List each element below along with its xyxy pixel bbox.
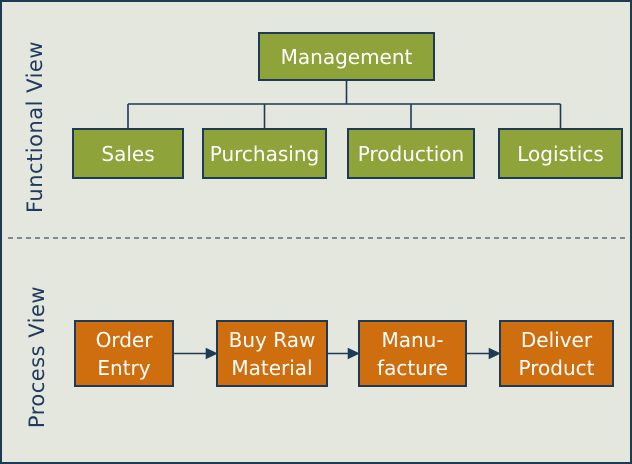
process-view-label: Process View bbox=[25, 285, 49, 429]
arrowhead-icon-2 bbox=[347, 347, 360, 360]
deliver-product-box: Deliver Product bbox=[499, 320, 614, 387]
arrowhead-icon-1 bbox=[205, 347, 218, 360]
org-tree-connector bbox=[127, 81, 562, 128]
logistics-box: Logistics bbox=[498, 128, 623, 179]
buy-raw-material-box: Buy Raw Material bbox=[216, 320, 328, 387]
management-box: Management bbox=[258, 32, 435, 81]
manufacture-box: Manu- facture bbox=[358, 320, 467, 387]
sales-box: Sales bbox=[72, 128, 184, 179]
production-box: Production bbox=[347, 128, 475, 179]
order-entry-box: Order Entry bbox=[74, 320, 174, 387]
arrowhead-icon-3 bbox=[488, 347, 501, 360]
functional-view-label: Functional View bbox=[23, 40, 47, 214]
purchasing-box: Purchasing bbox=[202, 128, 327, 179]
